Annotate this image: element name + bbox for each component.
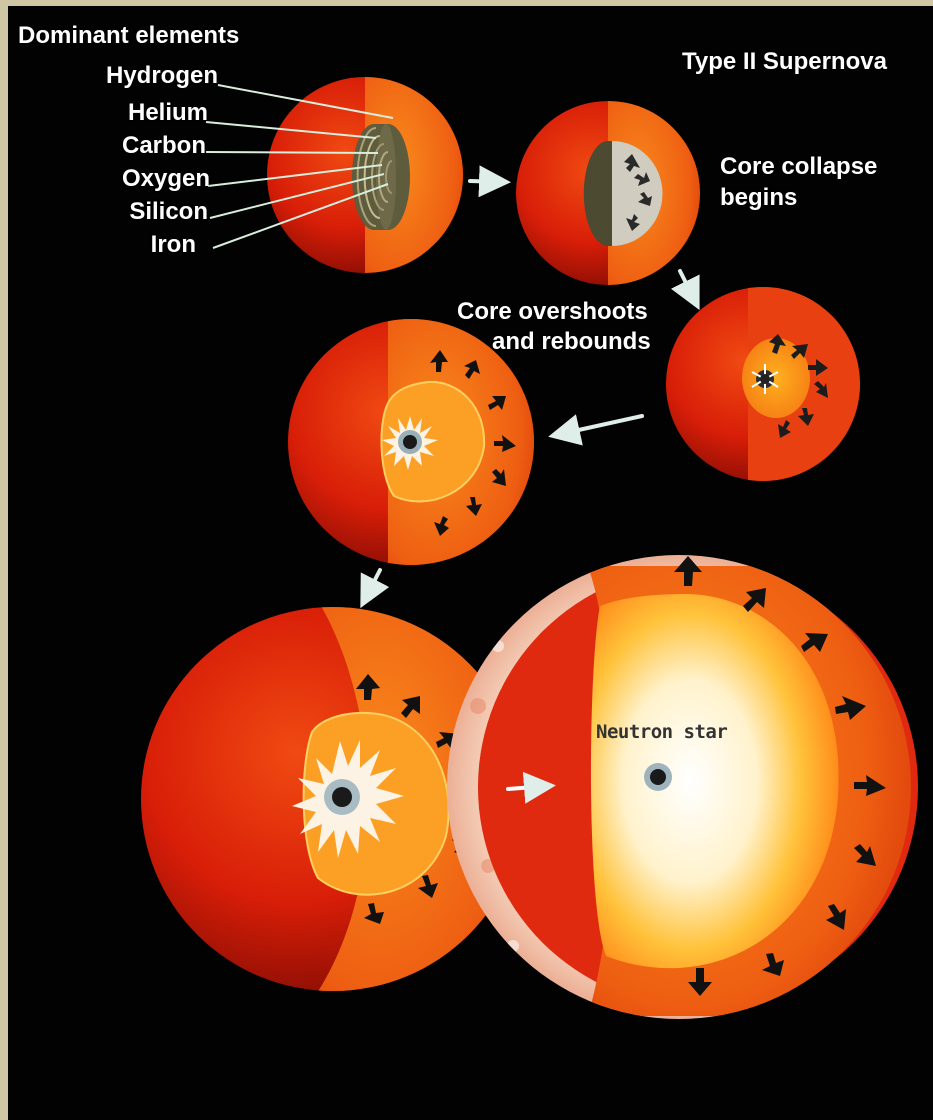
diagram-title: Type II Supernova [682,48,887,76]
element-label-silicon: Silicon [8,198,208,226]
element-label-carbon: Carbon [8,132,206,160]
arrow-stage2-to-stage3 [680,271,696,303]
element-label-helium: Helium [8,99,208,127]
star-core-rebound [666,286,868,486]
stage-label-core-collapse-line2: begins [720,184,797,212]
arrow-stage4-to-stage5 [364,570,380,601]
star-core-collapse [516,96,708,296]
stage-label-rebound-line2: and rebounds [492,328,651,356]
element-label-hydrogen: Hydrogen [8,62,218,90]
element-label-oxygen: Oxygen [8,165,210,193]
legend-heading: Dominant elements [18,22,239,50]
element-label-iron: Iron [8,231,196,259]
arrow-stage3-to-stage4 [556,416,642,435]
stage-label-core-collapse-line1: Core collapse [720,153,877,181]
layered-core [352,124,410,230]
diagram-panel: Dominant elements Type II Supernova Hydr… [8,6,933,1120]
arrow-stage1-to-stage2 [470,181,503,182]
stage-label-rebound-line1: Core overshoots [457,298,648,326]
neutron-star-label: Neutron star [596,718,727,746]
